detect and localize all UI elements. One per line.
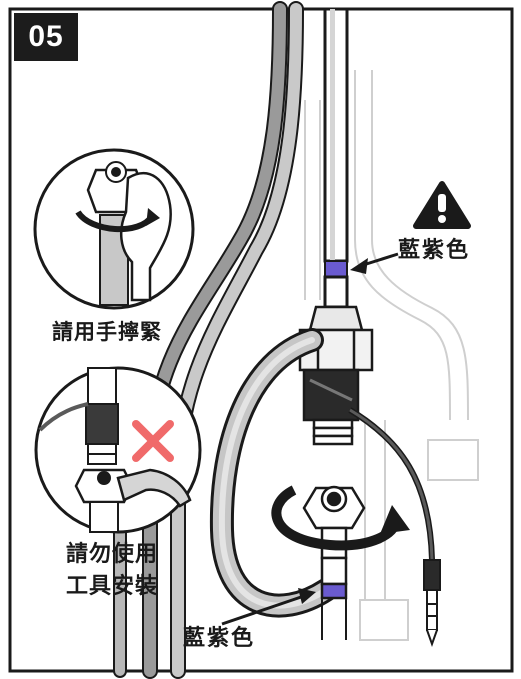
hand-tighten-label: 請用手擰緊 (52, 320, 162, 344)
lower-nut (302, 485, 366, 600)
valve-fitting (298, 305, 374, 446)
inset-hand-tighten (33, 148, 195, 310)
color-band-top (324, 260, 348, 278)
audio-cable (348, 407, 435, 561)
audio-jack-icon (423, 559, 441, 647)
color-label-top: 藍紫色 (398, 238, 471, 263)
no-tools-label-line1: 請勿使用 (66, 542, 159, 567)
prohibited-x-icon (132, 420, 174, 462)
inset-no-tools (34, 366, 202, 534)
diagram-border (8, 7, 514, 673)
warning-icon (413, 181, 471, 229)
rotate-arrow-icon (271, 485, 401, 551)
pointer-arrow-top (350, 252, 399, 274)
hand-icon (119, 172, 172, 302)
hose-segment (321, 598, 347, 640)
wrench-icon (116, 468, 192, 508)
color-label-bottom: 藍紫色 (183, 626, 256, 651)
step-number-badge: 05 (14, 13, 78, 61)
no-tools-label-line2: 工具安裝 (66, 574, 159, 599)
main-supply-tube (323, 7, 349, 309)
pointer-arrow-bottom (221, 588, 316, 626)
color-band-bottom (320, 582, 348, 600)
